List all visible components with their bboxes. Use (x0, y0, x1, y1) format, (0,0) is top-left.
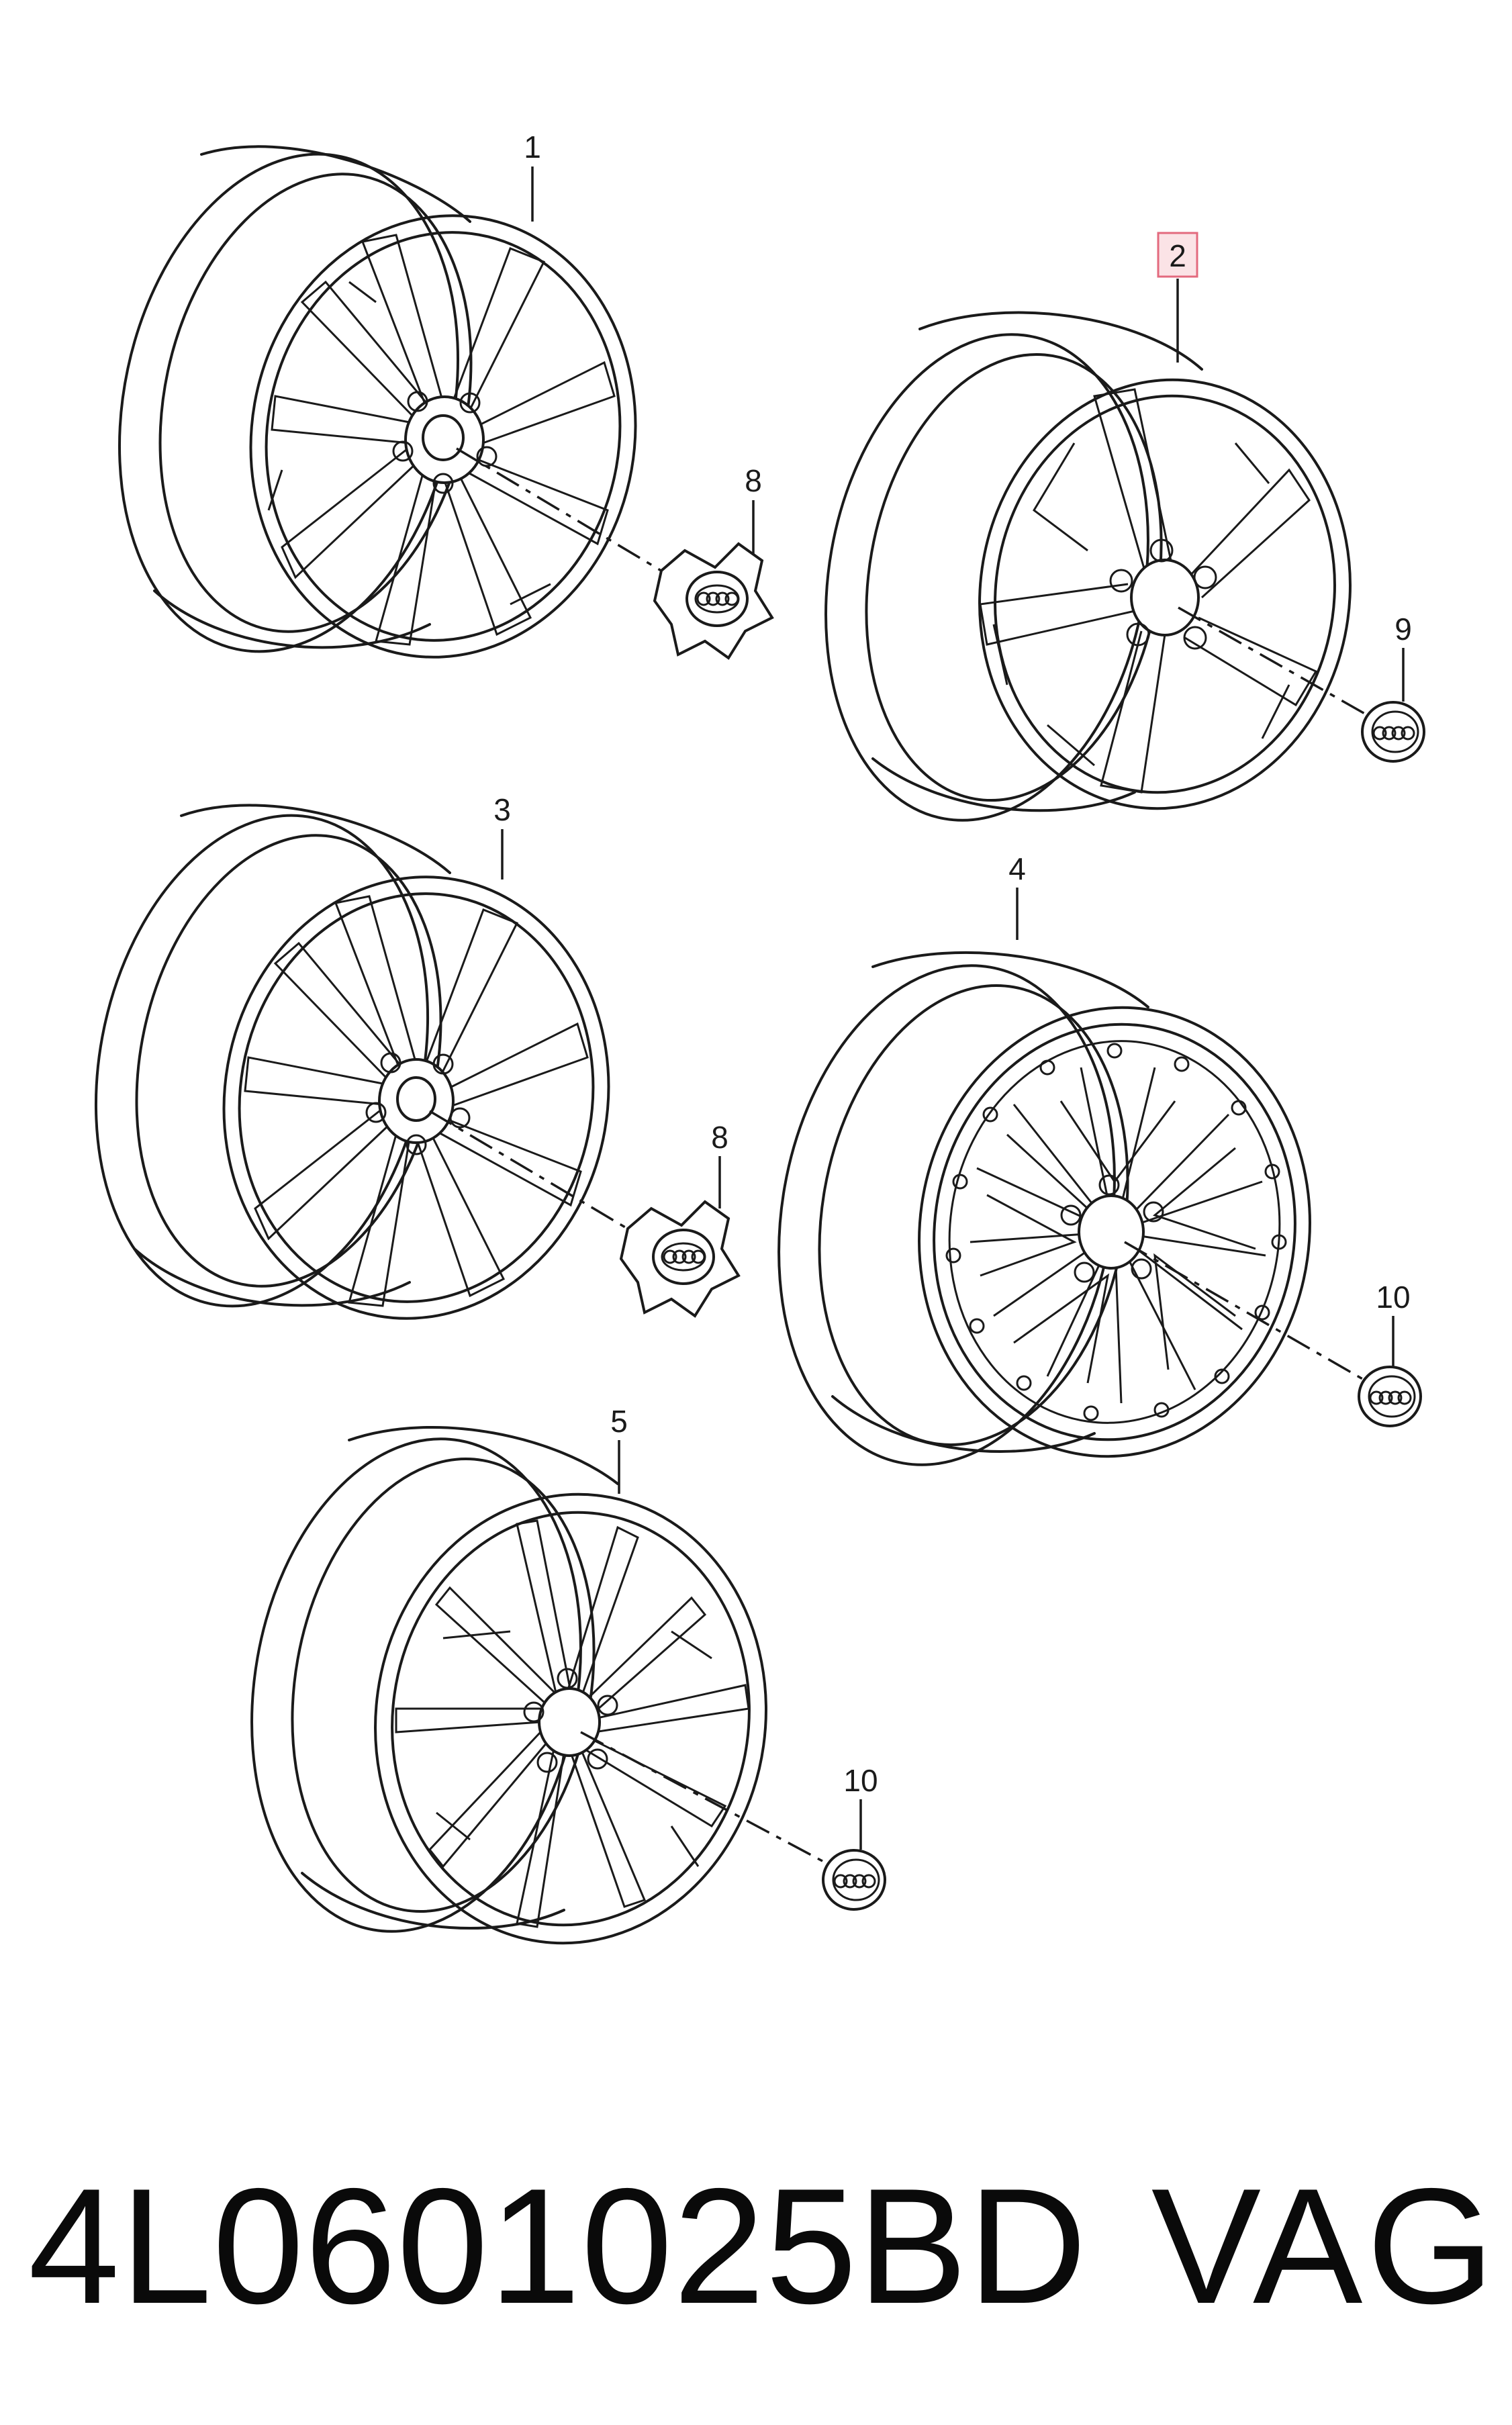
wheel-5[interactable] (214, 1413, 794, 1968)
wheel-3-spokes (244, 895, 589, 1307)
wheel-2-spokes (979, 388, 1318, 794)
callout-1[interactable]: 1 (524, 130, 541, 164)
wheel-4-rim-bolts (945, 1043, 1287, 1421)
center-cap-8-middle[interactable] (619, 1200, 741, 1318)
brand-label: VAG (1151, 2154, 1499, 2338)
center-cap-10-bottom[interactable] (822, 1849, 886, 1911)
center-cap-9[interactable] (1361, 701, 1425, 763)
wheel-1[interactable] (75, 122, 670, 687)
callout-8-middle[interactable]: 8 (711, 1120, 728, 1155)
callout-9[interactable]: 9 (1395, 612, 1412, 647)
wheel-1-spokes (267, 234, 616, 646)
center-cap-10-right[interactable] (1358, 1366, 1422, 1427)
wheel-4-mesh (970, 1067, 1266, 1404)
callout-3[interactable]: 3 (493, 792, 511, 827)
part-number: 4L0601025BD (28, 2154, 1088, 2338)
wheel-2[interactable] (789, 309, 1378, 847)
center-cap-8-top[interactable] (653, 542, 774, 660)
wheel-3[interactable] (52, 784, 643, 1349)
footer: 4L0601025BD VAG (0, 2135, 1512, 2357)
callout-10-right[interactable]: 10 (1376, 1280, 1410, 1315)
callout-10-bottom[interactable]: 10 (843, 1763, 878, 1798)
callout-4[interactable]: 4 (1008, 851, 1026, 886)
callout-2[interactable]: 2 (1169, 238, 1186, 273)
wheel-5-spokes (395, 1519, 750, 1928)
callout-8-top[interactable]: 8 (745, 463, 762, 498)
callout-5[interactable]: 5 (610, 1404, 628, 1439)
callout-2-highlight (1157, 232, 1198, 278)
wheel-4[interactable] (741, 939, 1339, 1492)
